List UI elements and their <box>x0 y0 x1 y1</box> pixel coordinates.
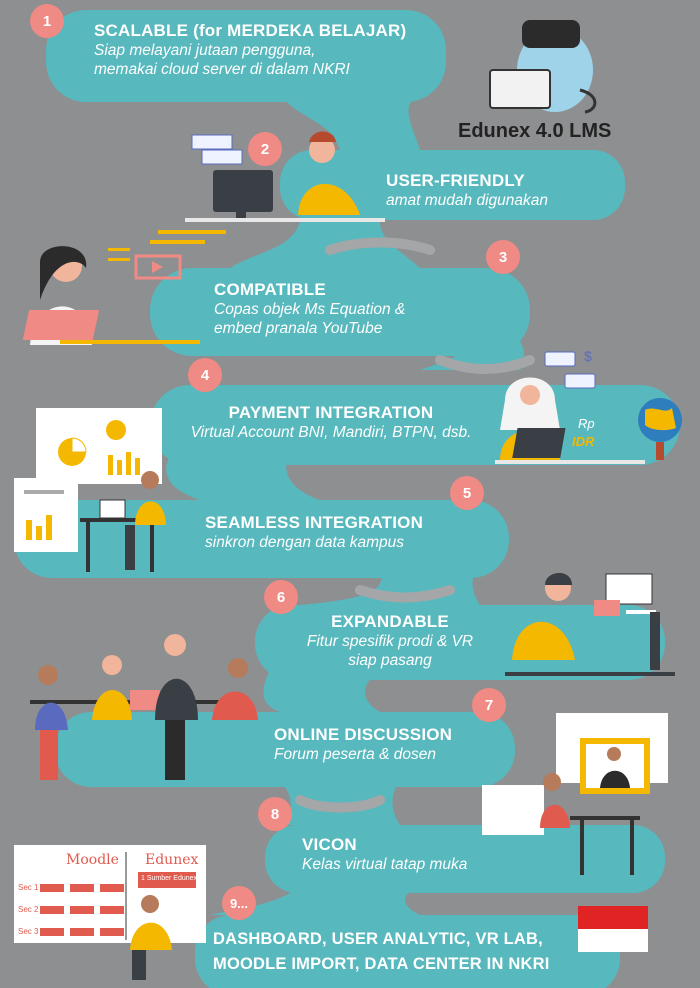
feature-desc-line2: memakai cloud server di dalam NKRI <box>94 61 350 78</box>
user-at-desk-illustration <box>185 131 385 222</box>
edunex-source-label: 1 Sumber Edunex <box>141 875 198 882</box>
feature-desc-line1: sinkron dengan data kampus <box>205 534 405 551</box>
idr-label: IDR <box>572 434 595 449</box>
vicon-illustration <box>482 713 668 875</box>
feature-title: DASHBOARD, USER ANALYTIC, VR LAB, <box>213 930 543 948</box>
feature-desc-line1: Copas objek Ms Equation & <box>214 301 406 318</box>
rp-label: Rp <box>578 416 595 431</box>
moodle-label: Moodle <box>66 852 119 868</box>
feature-online-discussion: ONLINE DISCUSSION Forum peserta & dosen <box>274 725 452 764</box>
feature-title: SEAMLESS INTEGRATION <box>205 513 424 532</box>
feature-title: PAYMENT INTEGRATION <box>228 403 434 422</box>
seamless-illustration <box>14 408 166 572</box>
indonesia-flag-icon <box>578 906 648 952</box>
sec-row-1: Sec 1 <box>18 883 39 892</box>
feature-desc-line2: siap pasang <box>348 652 432 669</box>
dollar-label: $ <box>584 348 592 364</box>
feature-desc-line1: Forum peserta & dosen <box>274 746 436 763</box>
step-badge-4: 4 <box>188 358 222 392</box>
feature-desc-line1: Virtual Account BNI, Mandiri, BTPN, dsb. <box>190 424 472 441</box>
feature-compatible: COMPATIBLE Copas objek Ms Equation & emb… <box>214 280 405 338</box>
expandable-illustration <box>505 572 675 676</box>
feature-title: COMPATIBLE <box>214 280 326 299</box>
feature-vicon: VICON Kelas virtual tatap muka <box>302 835 467 874</box>
step-badge-6: 6 <box>264 580 298 614</box>
feature-title: SCALABLE (for MERDEKA BELAJAR) <box>94 21 407 40</box>
moodle-import-illustration <box>14 845 206 980</box>
sec-row-3: Sec 3 <box>18 927 39 936</box>
feature-dashboard: DASHBOARD, USER ANALYTIC, VR LAB, MOODLE… <box>213 930 550 974</box>
feature-title: EXPANDABLE <box>331 612 449 631</box>
step-badge-8: 8 <box>258 797 292 831</box>
feature-desc-line2: embed pranala YouTube <box>214 320 383 337</box>
feature-expandable: EXPANDABLE Fitur spesifik prodi & VR sia… <box>280 612 500 670</box>
feature-title: ONLINE DISCUSSION <box>274 725 453 744</box>
payment-illustration <box>495 351 682 464</box>
feature-desc-line1: amat mudah digunakan <box>386 192 549 209</box>
feature-desc-line1: Siap melayani jutaan pengguna, <box>94 42 316 59</box>
step-badge-3: 3 <box>486 240 520 274</box>
sec-row-2: Sec 2 <box>18 905 39 914</box>
feature-desc-line1: Fitur spesifik prodi & VR <box>306 633 474 650</box>
feature-title-line2: MOODLE IMPORT, DATA CENTER IN NKRI <box>213 955 550 973</box>
feature-seamless-integration: SEAMLESS INTEGRATION sinkron dengan data… <box>205 513 423 552</box>
step-badge-7: 7 <box>472 688 506 722</box>
step-badge-2: 2 <box>248 132 282 166</box>
mascot-illustration <box>489 20 597 114</box>
feature-title: VICON <box>302 835 357 854</box>
feature-title: USER-FRIENDLY <box>386 171 525 190</box>
step-badge-9: 9... <box>222 886 256 920</box>
feature-payment-integration: PAYMENT INTEGRATION Virtual Account BNI,… <box>166 403 496 442</box>
step-badge-1: 1 <box>30 4 64 38</box>
brand-title: Edunex 4.0 LMS <box>458 120 612 142</box>
feature-user-friendly: USER-FRIENDLY amat mudah digunakan <box>386 171 548 210</box>
feature-desc-line1: Kelas virtual tatap muka <box>302 856 468 873</box>
feature-scalable: SCALABLE (for MERDEKA BELAJAR) Siap mela… <box>94 21 406 79</box>
step-badge-5: 5 <box>450 476 484 510</box>
discussion-illustration <box>30 634 258 780</box>
edunex-label: Edunex <box>145 852 199 868</box>
compatible-illustration <box>22 230 226 345</box>
